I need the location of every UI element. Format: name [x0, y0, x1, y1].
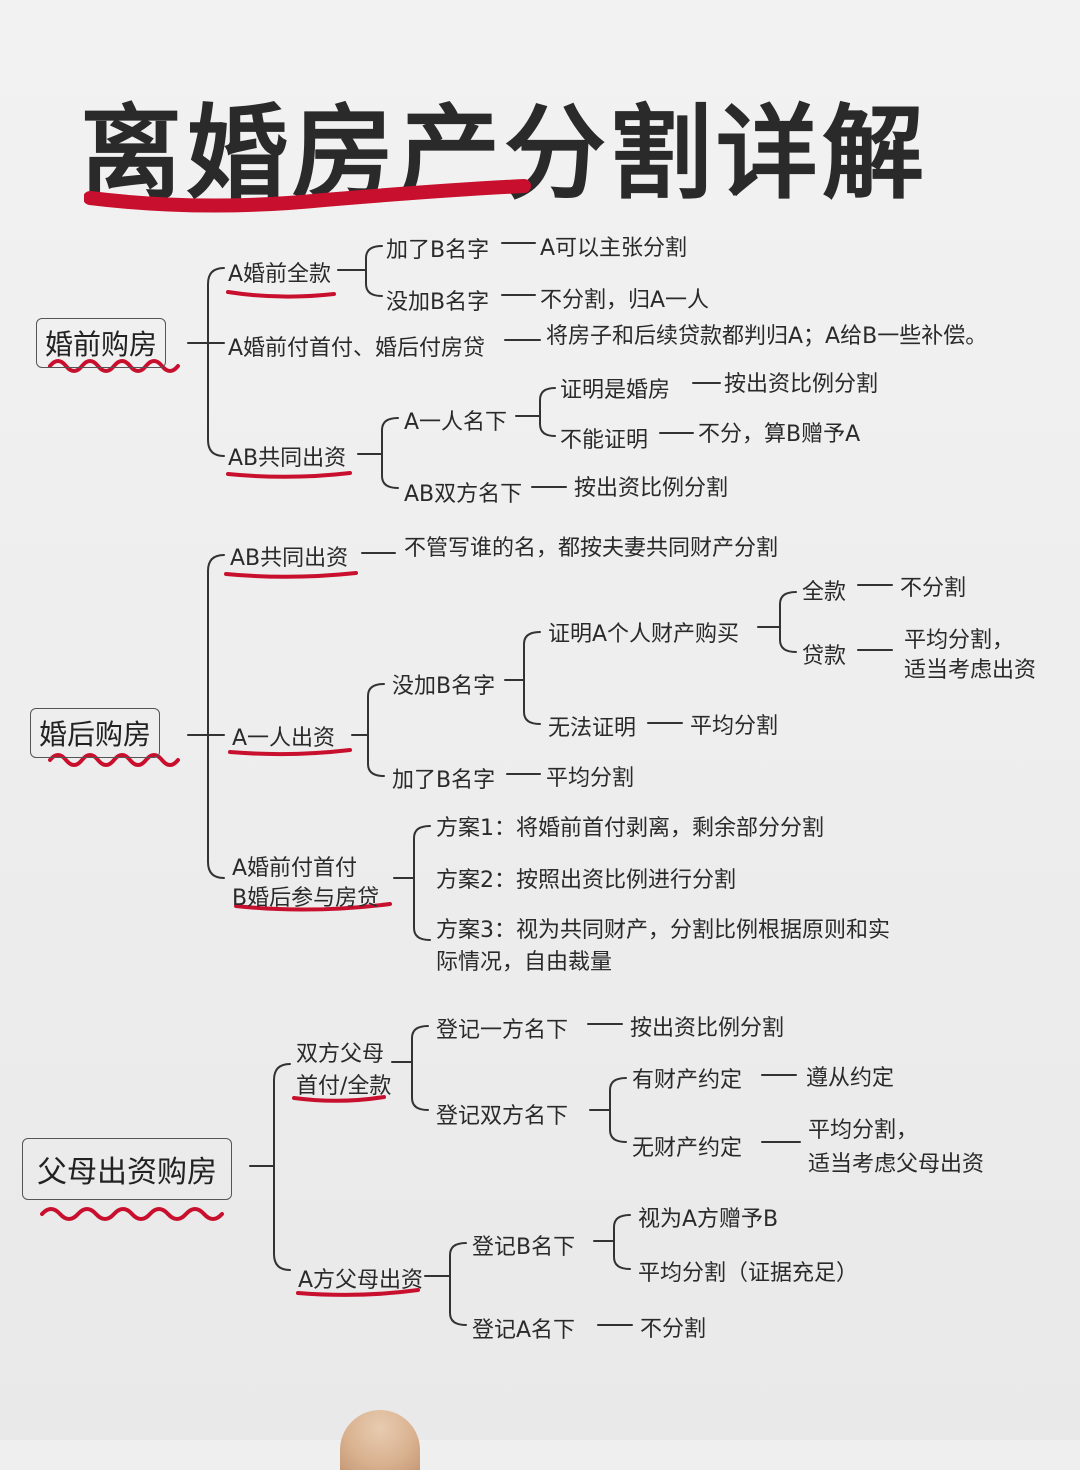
- plan-1: 方案1：将婚前首付剥离，剩余部分分割: [436, 816, 824, 841]
- node-no-b-name-post: 没加B名字: [392, 674, 496, 699]
- node-b-postmarital-loan: B婚后参与房贷: [232, 886, 380, 911]
- node-cannot-prove: 不能证明: [560, 428, 649, 453]
- node-a-full-payment: A婚前全款: [228, 262, 332, 287]
- node-prove-a-personal-assets: 证明A个人财产购买: [548, 622, 740, 647]
- node-a-name-only: A一人名下: [404, 410, 508, 435]
- result-split-by-contribution: 按出资比例分割: [724, 372, 879, 397]
- node-loan: 贷款: [802, 644, 847, 669]
- node-added-b-name: 加了B名字: [386, 238, 490, 263]
- result-not-split-a-owns: 不分割，归A一人: [540, 288, 710, 313]
- plan-3-line2: 际情况，自由裁量: [436, 950, 613, 975]
- node-a-sole-funding: A一人出资: [232, 726, 336, 751]
- node-register-a: 登记A名下: [472, 1318, 576, 1343]
- result-equal-split-3: 平均分割: [546, 766, 635, 791]
- node-has-property-agreement: 有财产约定: [632, 1068, 743, 1093]
- result-gift-to-b: 视为A方赠予B: [638, 1207, 779, 1232]
- node-ab-joint-funding-post: AB共同出资: [230, 546, 349, 571]
- node-register-one-party: 登记一方名下: [436, 1018, 569, 1043]
- node-register-both: 登记双方名下: [436, 1104, 569, 1129]
- result-equal-split: 平均分割，: [904, 628, 1015, 653]
- node-both-parents: 双方父母: [296, 1042, 385, 1067]
- mindmap-connectors: [40, 242, 893, 1326]
- result-equal-split-2: 平均分割: [690, 714, 779, 739]
- result-equal-split-4: 平均分割，: [808, 1118, 919, 1143]
- root-node-parents-funding: 父母出资购房: [22, 1138, 232, 1200]
- result-house-to-a-compensate-b: 将房子和后续贷款都判归A；A给B一些补偿。: [546, 324, 988, 349]
- node-added-b-name-post: 加了B名字: [392, 768, 496, 793]
- result-not-split: 不分割: [900, 576, 967, 601]
- paper-background: [0, 0, 1080, 1440]
- result-consider-parents-funding: 适当考虑父母出资: [808, 1152, 985, 1177]
- root-node-postmarital: 婚后购房: [30, 708, 161, 758]
- result-not-split-2: 不分割: [640, 1317, 707, 1342]
- node-proven-marital-home: 证明是婚房: [560, 378, 671, 403]
- title-underline-stroke: [84, 179, 531, 213]
- node-no-b-name: 没加B名字: [386, 290, 490, 315]
- node-downpayment-or-full: 首付/全款: [296, 1074, 392, 1099]
- node-a-parents-funding: A方父母出资: [298, 1268, 424, 1293]
- node-ab-both-names: AB双方名下: [404, 482, 523, 507]
- root-node-premarital: 婚前购房: [36, 318, 167, 368]
- node-full-payment: 全款: [802, 580, 847, 605]
- plan-3-line1: 方案3：视为共同财产，分割比例根据原则和实: [436, 918, 890, 943]
- result-joint-property-split: 不管写谁的名，都按夫妻共同财产分割: [404, 536, 779, 561]
- node-a-downpayment-loan: A婚前付首付、婚后付房贷: [228, 336, 486, 361]
- result-split-by-contribution-3: 按出资比例分割: [630, 1016, 785, 1041]
- result-follow-agreement: 遵从约定: [806, 1066, 895, 1091]
- result-consider-contribution: 适当考虑出资: [904, 658, 1037, 683]
- plan-2: 方案2：按照出资比例进行分割: [436, 868, 736, 893]
- node-a-premarital-downpayment: A婚前付首付: [232, 856, 358, 881]
- node-register-b: 登记B名下: [472, 1235, 576, 1260]
- result-split-by-contribution-2: 按出资比例分割: [574, 476, 729, 501]
- node-ab-joint-funding: AB共同出资: [228, 446, 347, 471]
- result-equal-split-evidence: 平均分割（证据充足）: [638, 1261, 859, 1286]
- node-no-property-agreement: 无财产约定: [632, 1136, 743, 1161]
- node-cannot-prove-post: 无法证明: [548, 716, 637, 741]
- result-gift-to-a: 不分，算B赠予A: [698, 422, 861, 447]
- result-a-can-claim-split: A可以主张分割: [540, 236, 688, 261]
